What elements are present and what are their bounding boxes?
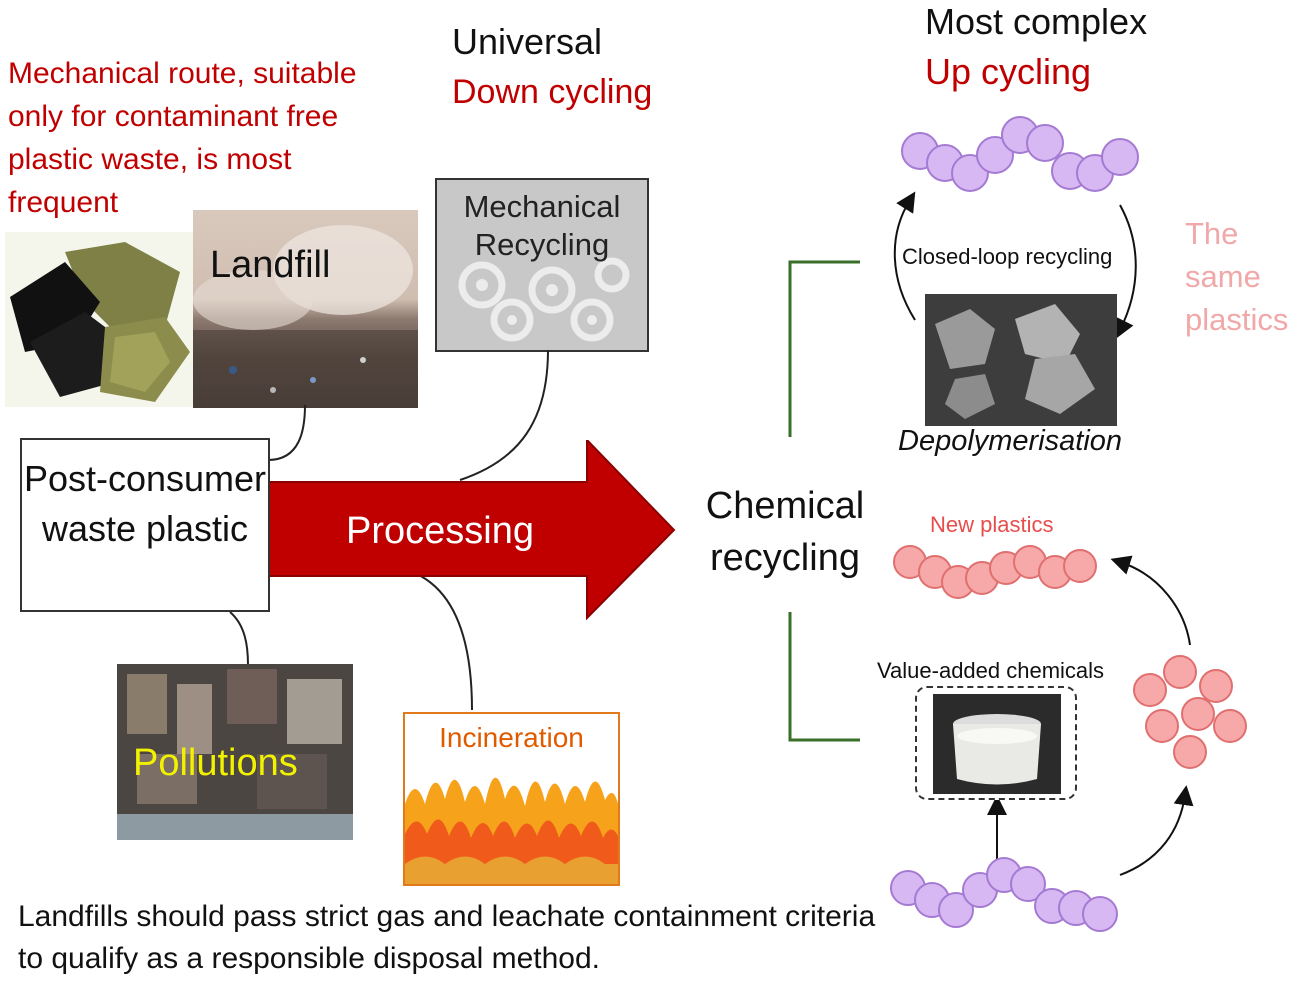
arrow-up-left — [893, 191, 916, 321]
value-added-chemicals-box — [915, 686, 1077, 800]
same-plastics-label: The same plastics — [1185, 216, 1289, 337]
depolymerisation-label: Depolymerisation — [898, 425, 1123, 457]
pink-monomers-cluster — [1133, 655, 1247, 769]
arrow-to-monomers — [1119, 785, 1194, 876]
closed-loop-diagram — [893, 116, 1139, 339]
arrow-to-new-plastics — [1110, 555, 1191, 646]
landfill-photo — [193, 210, 418, 408]
bracket-bottom — [788, 612, 860, 742]
mechanical-connector — [459, 349, 549, 481]
textile-waste-photo — [5, 232, 193, 407]
value-added-label: Value-added chemicals — [877, 658, 1105, 683]
closed-loop-label: Closed-loop recycling — [902, 244, 1113, 269]
mechanical-route-note: Mechanical route, suitable only for cont… — [8, 57, 357, 219]
chemical-recycling-label: Chemical recycling — [705, 485, 865, 579]
new-plastics-diagram — [890, 545, 1247, 932]
mechanical-recycling-label: Mechanical Recycling — [463, 189, 621, 262]
purple-polymer-chain-top — [901, 116, 1139, 192]
depolymerisation-sem-image — [925, 294, 1117, 426]
footer-note: Landfills should pass strict gas and lea… — [18, 900, 876, 975]
flames-icon — [405, 777, 618, 884]
post-consumer-box: Post-consumer waste plastic — [20, 438, 270, 612]
bracket-top — [788, 260, 860, 437]
processing-label: Processing — [346, 510, 534, 552]
arrow-down-right — [1115, 204, 1137, 339]
new-plastics-label: New plastics — [930, 512, 1054, 537]
incineration-image: Incineration — [403, 712, 620, 886]
pollutions-photo — [117, 664, 353, 840]
up-cycling-label: Up cycling — [925, 51, 1092, 92]
down-cycling-label: Down cycling — [452, 73, 653, 111]
incineration-label: Incineration — [439, 722, 584, 753]
landfill-connector — [267, 404, 306, 461]
mechanical-recycling-box: Mechanical Recycling — [435, 178, 649, 352]
pollutions-label: Pollutions — [133, 742, 298, 784]
processing-arrow — [262, 440, 676, 620]
landfill-label: Landfill — [210, 244, 331, 286]
most-complex-label: Most complex — [925, 1, 1148, 42]
post-consumer-label: Post-consumer waste plastic — [23, 458, 267, 549]
pollutions-connector — [229, 611, 249, 666]
beaker-photo — [933, 694, 1061, 794]
purple-polymer-chain-bottom — [890, 857, 1118, 932]
pink-polymer-chain — [893, 545, 1097, 599]
universal-label: Universal — [452, 21, 603, 62]
